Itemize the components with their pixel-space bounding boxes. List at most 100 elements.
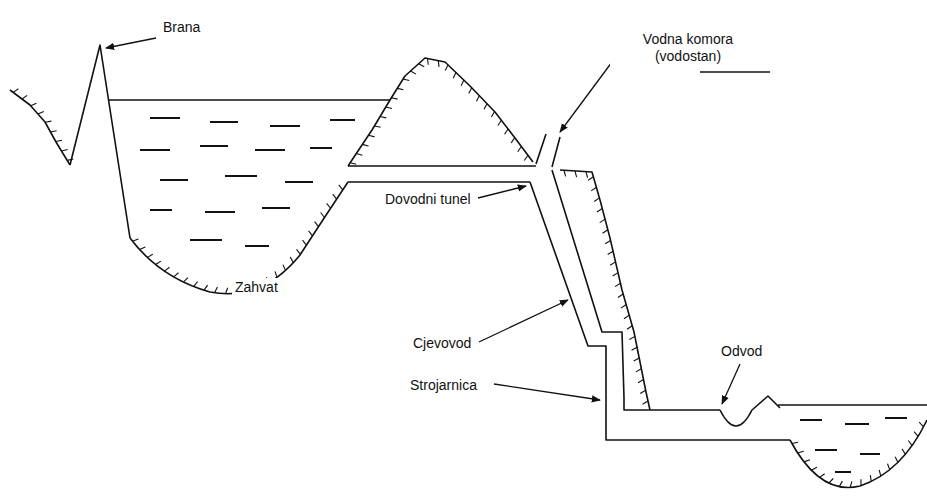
hatch-tick xyxy=(491,112,494,117)
hatch-tick xyxy=(524,155,528,160)
hatch-tick xyxy=(498,120,502,125)
water-dash xyxy=(255,149,285,151)
leader-line xyxy=(494,384,600,400)
hatch-tick xyxy=(908,440,912,445)
hatch-tick xyxy=(333,194,337,199)
hatch-tick xyxy=(594,198,599,202)
water-dash xyxy=(310,147,332,149)
water-dash xyxy=(285,181,313,183)
hatch-tick xyxy=(643,401,648,404)
leader-line xyxy=(560,62,612,132)
hatch-tick xyxy=(603,230,608,233)
hatch-tick xyxy=(621,305,626,309)
hatch-tick xyxy=(610,262,615,265)
hatch-tick xyxy=(427,58,429,64)
hatch-tick xyxy=(156,261,161,264)
hatch-tick xyxy=(586,172,588,178)
hatch-tick xyxy=(397,88,403,89)
water-dash xyxy=(210,121,238,123)
hatch-tick xyxy=(164,267,169,271)
hatch-tick xyxy=(321,213,325,218)
water-dash xyxy=(160,179,188,181)
hatch-tick xyxy=(275,271,277,277)
hatch-tick xyxy=(588,177,593,181)
dam xyxy=(70,45,130,238)
hatch-tick xyxy=(627,326,632,330)
hatch-tick xyxy=(132,239,138,241)
hatch-tick xyxy=(629,336,634,339)
hatch-tick xyxy=(505,129,509,134)
hatch-tick xyxy=(605,240,610,243)
hatch-tick xyxy=(615,283,620,286)
powerhouse-label: Strojarnica xyxy=(407,376,480,395)
hatch-tick xyxy=(829,479,833,484)
water-dash xyxy=(140,149,170,151)
hatch-tick xyxy=(283,265,286,271)
hatch-tick xyxy=(13,89,18,93)
hatch-tick xyxy=(315,222,319,227)
hatch-tick xyxy=(50,131,56,132)
hatch-tick xyxy=(386,107,392,108)
hatch-tick xyxy=(850,481,852,487)
hatch-tick xyxy=(820,474,825,478)
hatch-tick xyxy=(31,103,37,105)
hatch-tick xyxy=(638,380,643,383)
leader-line xyxy=(478,186,526,198)
surge-chamber xyxy=(536,134,560,167)
hatch-tick xyxy=(624,315,629,319)
water-dash xyxy=(205,211,235,213)
hatch-tick xyxy=(204,285,208,290)
hatch-tick xyxy=(640,390,645,393)
lower-pool-bed xyxy=(790,420,927,488)
hatch-tick xyxy=(839,481,842,487)
leader-line xyxy=(106,38,156,48)
water-dash xyxy=(885,417,907,419)
hatch-tick xyxy=(600,219,605,222)
surge-chamber-label: Vodna komora (vodostan) xyxy=(610,30,766,66)
water-dash xyxy=(245,245,269,247)
hatch-tick xyxy=(798,451,804,453)
water-dash xyxy=(270,125,300,127)
hatch-tick xyxy=(608,251,613,254)
headrace-tunnel xyxy=(348,166,536,182)
hatch-tick xyxy=(591,187,596,191)
water-dash xyxy=(150,117,180,119)
hatch-tick xyxy=(380,117,386,118)
hatch-tick xyxy=(290,257,293,263)
hatch-tick xyxy=(411,71,417,74)
cliff xyxy=(560,170,650,410)
hatch-tick xyxy=(613,273,618,276)
hatch-tick xyxy=(895,457,898,463)
lower-pool-surface xyxy=(778,404,927,406)
hatch-tick xyxy=(438,61,440,67)
water-dash xyxy=(225,175,257,177)
hatch-tick xyxy=(914,432,918,437)
hatch-tick xyxy=(860,479,861,485)
penstock-label: Cjevovod xyxy=(410,334,474,353)
hatch-tick xyxy=(887,464,889,470)
hatch-tick xyxy=(22,95,27,99)
dam-label: Brana xyxy=(160,18,203,37)
leader-line xyxy=(479,300,568,342)
hatch-tick xyxy=(564,170,566,176)
hatch-tick xyxy=(419,64,425,67)
hatch-tick xyxy=(445,65,448,71)
water-dash xyxy=(845,423,869,425)
outlet-bank xyxy=(720,396,780,426)
water-dash xyxy=(330,119,355,121)
hatch-tick xyxy=(183,278,187,283)
water-dash xyxy=(262,207,290,209)
hatch-tick xyxy=(174,273,179,277)
hatch-tick xyxy=(461,80,464,86)
hatch-tick xyxy=(804,460,810,462)
hatch-tick xyxy=(67,159,73,160)
water-dashes xyxy=(140,118,907,472)
hatch-tick xyxy=(469,88,472,94)
water-dash xyxy=(150,209,172,211)
mountain xyxy=(348,58,533,166)
hatch-tick xyxy=(919,422,923,427)
hatch-tick xyxy=(309,231,313,236)
hatch-tick xyxy=(811,467,817,470)
